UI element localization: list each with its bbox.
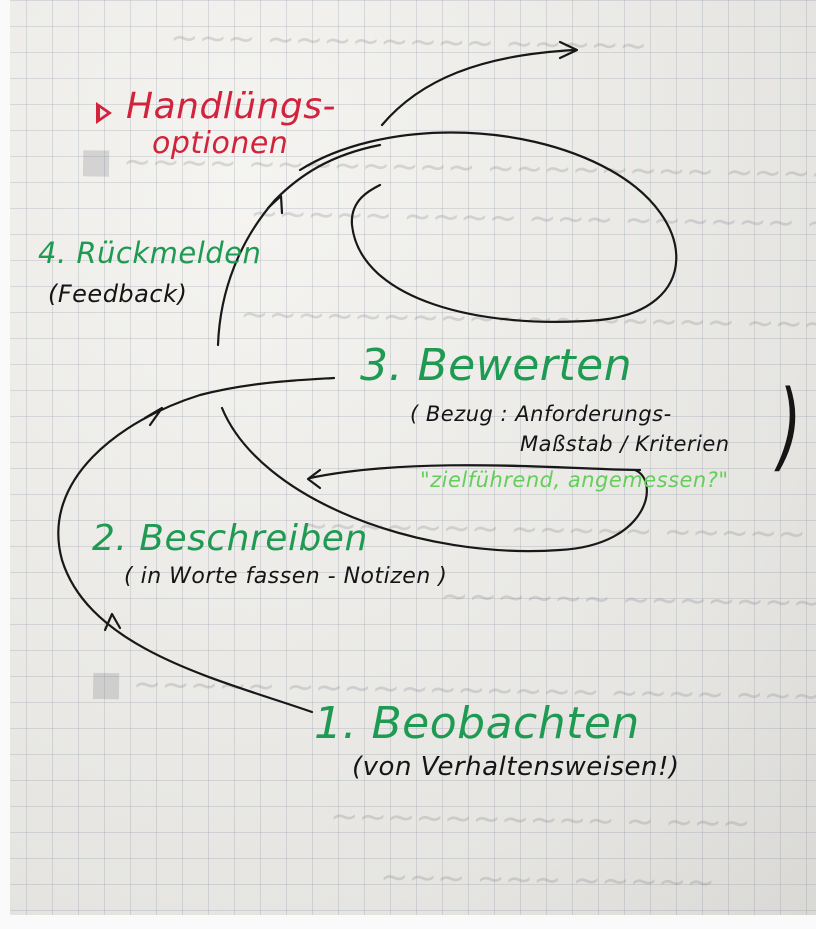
arrow-evaluate-loop <box>220 406 648 553</box>
arrowhead <box>306 468 322 490</box>
arrow-feedback-up <box>216 143 382 347</box>
step2-subtitle: ( in Worte fassen - Notizen ) <box>124 564 448 589</box>
arrow-observe-to-evaluate <box>57 376 336 714</box>
step1-subtitle: (von Verhaltensweisen!) <box>352 752 680 782</box>
step3-title: 3. Bewerten <box>360 340 633 391</box>
step3-quote: "zielführend, angemessen?" <box>420 468 729 492</box>
step2-title: 2. Beschreiben <box>92 518 368 559</box>
step3-subtitle-line1: ( Bezug : Anforderungs- <box>410 402 672 426</box>
photo-border <box>0 0 10 929</box>
photo-border-bottom <box>0 915 816 929</box>
arrowhead <box>558 40 579 60</box>
step4-title: 4. Rückmelden <box>38 236 262 270</box>
arrowhead <box>103 612 122 632</box>
upper-oval <box>298 131 678 323</box>
step3-subtitle-line2: Maßstab / Kriterien <box>520 432 730 456</box>
arrow-return <box>308 464 642 480</box>
step4-subtitle: (Feedback) <box>48 280 188 308</box>
step1-title: 1. Beobachten <box>314 698 640 749</box>
arrowhead <box>266 194 284 215</box>
step3-bracket: ) <box>778 371 802 483</box>
handlungsoptionen-line2: optionen <box>152 126 289 161</box>
handlungsoptionen-line1: Handlüngs- <box>126 86 337 127</box>
arrow-out <box>380 48 577 127</box>
arrowhead <box>143 406 164 427</box>
